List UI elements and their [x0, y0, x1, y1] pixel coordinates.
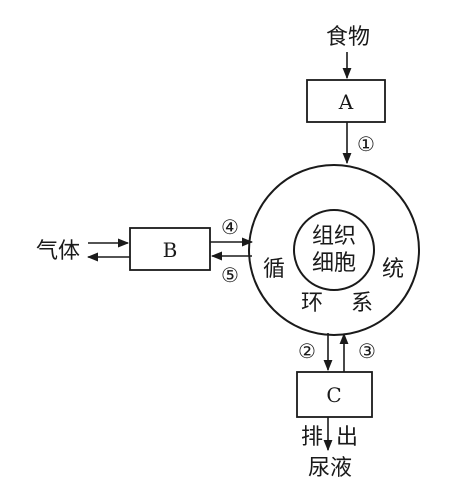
box-a	[306, 79, 386, 123]
step-1-label: ①	[357, 132, 375, 156]
ring-char-xi: 系	[351, 291, 373, 316]
ring-char-huan: 环	[301, 291, 323, 316]
cell-label: 细胞	[312, 251, 356, 276]
circulatory-system-ring	[248, 164, 420, 336]
step-4-label: ④	[221, 215, 239, 239]
ring-char-tong: 统	[382, 257, 404, 282]
step-2-label: ②	[298, 339, 316, 363]
urine-label: 尿液	[308, 456, 352, 481]
box-c	[296, 371, 373, 418]
excrete-char-chu: 出	[336, 425, 358, 450]
box-c-label: C	[326, 383, 341, 407]
gas-label: 气体	[36, 239, 80, 264]
food-label: 食物	[326, 25, 370, 50]
tissue-cell-circle	[293, 209, 375, 291]
box-b-label: B	[163, 238, 178, 262]
step-3-label: ③	[358, 339, 376, 363]
ring-char-xun: 循	[263, 257, 285, 282]
step-5-label: ⑤	[221, 263, 239, 287]
tissue-label: 组织	[312, 224, 356, 249]
box-a-label: A	[338, 90, 354, 114]
box-b	[129, 227, 211, 271]
excrete-char-pai: 排	[301, 425, 323, 450]
